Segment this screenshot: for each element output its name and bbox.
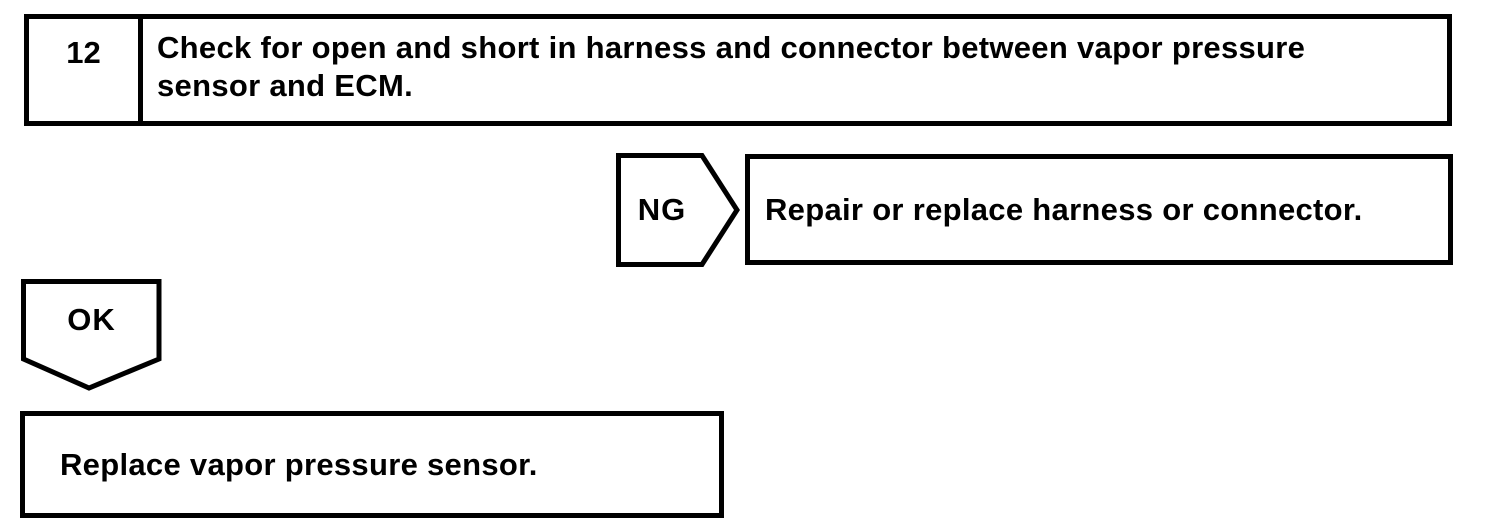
ng-pentagon-icon	[616, 153, 740, 267]
ng-pentagon-outline	[616, 153, 740, 267]
ok-connector-label: OK	[67, 302, 116, 337]
step-instruction-text: Check for open and short in harness and …	[157, 30, 1306, 103]
ok-result-box: Replace vapor pressure sensor.	[20, 411, 724, 518]
ok-pentagon-outline	[21, 279, 162, 391]
ok-result-text: Replace vapor pressure sensor.	[60, 446, 538, 482]
ok-pentagon-icon	[21, 279, 162, 391]
step-box: 12 Check for open and short in harness a…	[24, 14, 1452, 126]
step-number: 12	[66, 35, 101, 70]
ng-result-text: Repair or replace harness or connector.	[765, 191, 1363, 227]
step-number-cell: 12	[29, 19, 143, 121]
ng-connector-label: NG	[637, 192, 687, 227]
ng-result-box: Repair or replace harness or connector.	[745, 154, 1453, 265]
